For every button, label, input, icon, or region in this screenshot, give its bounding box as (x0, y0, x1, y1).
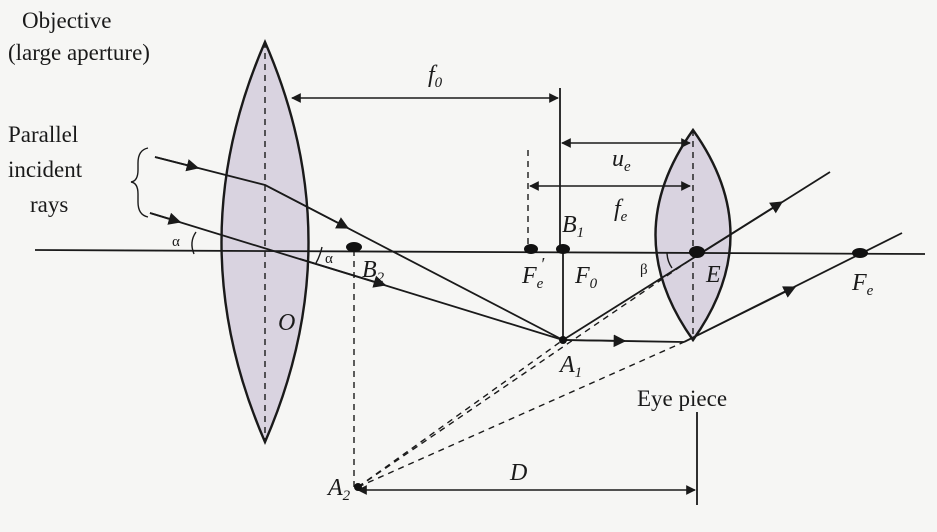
virtual-ray-1 (357, 339, 564, 488)
ray-bottom-arrow1 (149, 212, 182, 225)
e-label: E (705, 262, 721, 288)
alpha-arc-right (315, 246, 323, 264)
ray-top-arrow2 (264, 184, 350, 229)
point-e (689, 246, 705, 258)
f0-point-label: F0 (574, 263, 598, 292)
ray-a1-parallel-arrow (562, 334, 627, 348)
ray-bottom-arrow2 (299, 258, 387, 288)
beta-arc (666, 251, 673, 269)
alpha-left-label: α (172, 234, 180, 250)
b1-label: B1 (562, 212, 584, 241)
beta-label: β (640, 262, 648, 278)
rays-label: rays (30, 192, 68, 217)
parallel-label: Parallel (8, 122, 78, 147)
point-a2 (354, 483, 362, 491)
point-a1 (559, 336, 567, 344)
incident-brace (130, 147, 149, 218)
point-fe (852, 248, 868, 258)
eye-piece-label: Eye piece (637, 386, 727, 411)
a2-label: A2 (326, 475, 351, 504)
ray-eyepiece-to-fe-arrow (683, 286, 797, 343)
fe-prime-label: Fe′ (521, 254, 545, 292)
fe-label: fe (614, 196, 628, 225)
a1-label: A1 (558, 352, 582, 381)
o-label: O (278, 310, 295, 336)
virtual-ray-3 (357, 341, 685, 488)
ray-top-arrow1 (154, 156, 200, 172)
b2-label: B2 (362, 257, 385, 286)
f0-label: f0 (428, 62, 443, 91)
point-fe-prime (524, 244, 538, 254)
point-b1 (556, 244, 570, 254)
virtual-ray-2 (357, 257, 694, 488)
objective-note-label: (large aperture) (8, 40, 150, 65)
ue-label: ue (612, 146, 631, 175)
objective-label: Objective (22, 8, 111, 33)
incident-label: incident (8, 157, 83, 182)
principal-axis (34, 249, 926, 255)
alpha-arc-left (191, 231, 197, 255)
fe-point-label: Fe (851, 270, 874, 299)
d-label: D (509, 460, 527, 486)
point-b2 (346, 242, 362, 252)
ray-a1-to-e-arrow (692, 201, 784, 259)
alpha-right-label: α (325, 251, 333, 267)
